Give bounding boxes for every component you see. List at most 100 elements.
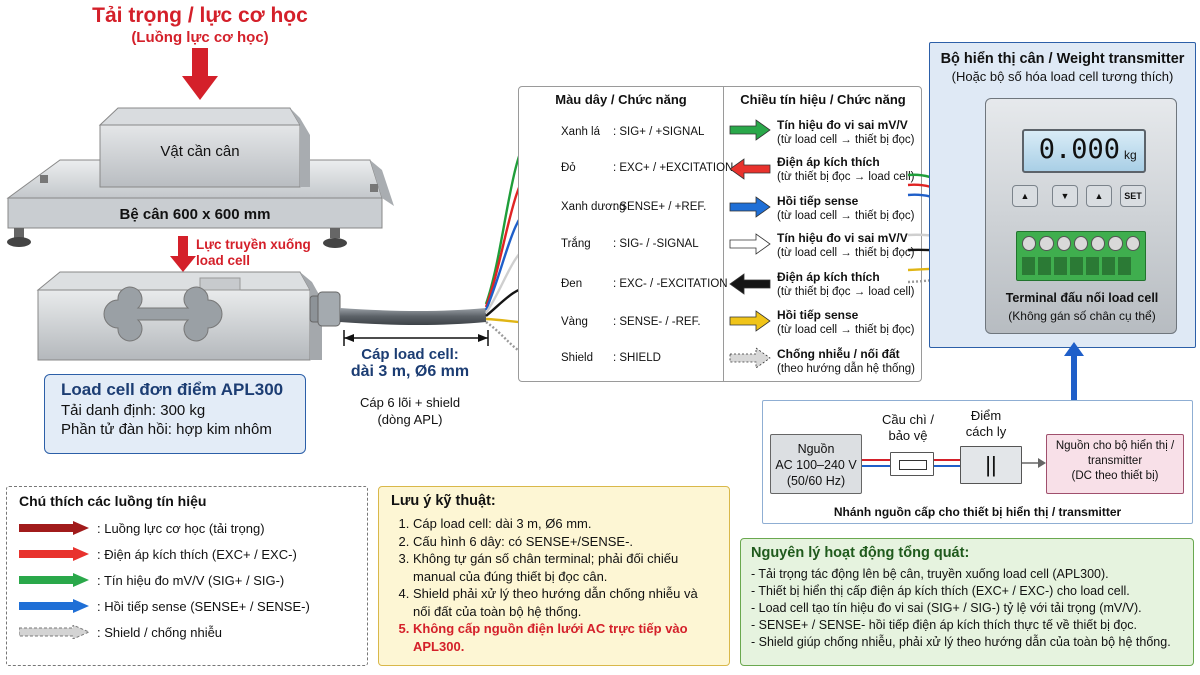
signal-note: (từ load cell → thiết bị đọc)	[777, 247, 915, 259]
wire-row-white: Trắng	[561, 238, 591, 250]
legend-label: : Hồi tiếp sense (SENSE+ / SENSE-)	[97, 598, 310, 614]
power-source: Nguồn AC 100–240 V (50/60 Hz)	[770, 434, 862, 494]
legend-label: : Luồng lực cơ học (tải trọng)	[97, 520, 265, 536]
arrow-icon	[19, 573, 89, 587]
signal-note: (từ thiết bị đọc → load cell)	[777, 286, 915, 298]
fuse-label-line2: bảo vệ	[888, 428, 928, 443]
force-label: Lực truyền xuống load cell	[196, 237, 311, 268]
transmitter-subtitle: (Hoặc bộ số hóa load cell tương thích)	[951, 69, 1174, 84]
arrow-icon	[19, 599, 89, 613]
signal-title: Điện áp kích thích	[777, 270, 880, 284]
legend-title: Chú thích các luồng tín hiệu	[19, 493, 207, 509]
wire-color-header: Màu dây / Chức năng	[555, 92, 687, 107]
note-item: Shield phải xử lý theo hướng dẫn chống n…	[413, 585, 717, 620]
signal-title: Hồi tiếp sense	[777, 308, 859, 322]
terminal-screw	[1108, 236, 1123, 251]
wire-function-yellow: : SENSE- / -REF.	[613, 316, 701, 328]
wire-color-name: Trắng	[561, 238, 591, 250]
signal-title: Tín hiệu đo vi sai mV/V	[777, 118, 908, 132]
signal-row-4: Tín hiệu đo vi sai mV/V (từ load cell → t…	[777, 231, 914, 260]
signal-note: (theo hướng dẫn hệ thống)	[777, 363, 916, 375]
principle-item: - SENSE+ / SENSE- hồi tiếp điện áp kích …	[751, 618, 1137, 632]
wire-function-blue: : SENSE+ / +REF.	[613, 201, 707, 213]
up-arrow-button-2[interactable]: ▲	[1086, 185, 1112, 207]
load-arrow	[182, 48, 218, 100]
fuse-label: Cầu chì / bảo vệ	[878, 412, 938, 444]
wire-color-name: Đen	[561, 278, 583, 290]
wire-function-red: : EXC+ / +EXCITATION	[613, 162, 734, 174]
terminal-slot	[1102, 257, 1115, 275]
notes-list: Cáp load cell: dài 3 m, Ø6 mm. Cấu hình …	[391, 515, 717, 655]
notes-title: Lưu ý kỹ thuật:	[391, 493, 496, 509]
signal-title: Điện áp kích thích	[777, 155, 880, 169]
display-value: 0.000	[1038, 134, 1120, 165]
isolation-label: Điểm cách ly	[954, 408, 1018, 440]
terminal-screw	[1125, 236, 1140, 251]
cable-note: Cáp 6 lõi + shield (dòng APL)	[330, 394, 490, 428]
wire-table-divider	[723, 87, 724, 381]
legend-item-force: : Luồng lực cơ học (tải trọng)	[19, 515, 355, 541]
up-arrow-button[interactable]: ▲	[1012, 185, 1038, 207]
signal-arrows	[729, 119, 771, 368]
isolation-symbol: ||	[985, 452, 997, 477]
principle-item: - Thiết bị hiển thị cấp điện áp kích thí…	[751, 584, 1130, 598]
terminal-screw	[1056, 236, 1071, 251]
wire-row-shield: Shield	[561, 352, 593, 364]
signal-row-2: Điện áp kích thích (từ thiết bị đọc → loa…	[777, 155, 914, 184]
note-warning: Không cấp nguồn điện lưới AC trực tiếp v…	[413, 620, 717, 655]
fuse-label-line1: Cầu chì /	[881, 412, 935, 427]
note-item: Cáp load cell: dài 3 m, Ø6 mm.	[413, 515, 717, 533]
terminal-slot	[1086, 257, 1099, 275]
wire-row-black: Đen	[561, 278, 582, 290]
legend-item-excitation: : Điện áp kích thích (EXC+ / EXC-)	[19, 541, 355, 567]
signal-row-6: Hồi tiếp sense(từ load cell → thiết bị đ…	[777, 308, 914, 337]
terminal-screw	[1022, 236, 1037, 251]
arrow-excitation-left	[729, 158, 771, 180]
terminal-slot	[1022, 257, 1035, 275]
wire-color-name: Xanh lá	[561, 126, 601, 138]
load-cell-body	[36, 271, 341, 361]
wire-function-green: : SIG+ / +SIGNAL	[613, 126, 705, 138]
power-lines	[862, 458, 1046, 468]
terminal-note: (Không gán số chân cụ thể)	[1008, 309, 1156, 323]
principle-item: - Load cell tạo tín hiệu đo vi sai (SIG+…	[751, 601, 1142, 615]
cable-title: Cáp load cell: dài 3 m, Ø6 mm	[320, 346, 500, 381]
arrow-shield-right	[729, 347, 771, 368]
arrow-excitation-black-left	[729, 273, 771, 295]
down-arrow-button[interactable]: ▼	[1052, 185, 1078, 207]
signal-note: (từ thiết bị đọc → load cell)	[777, 171, 915, 183]
set-button[interactable]: SET	[1120, 185, 1146, 207]
isolation-block: ||	[960, 446, 1022, 484]
terminal-slot	[1118, 257, 1131, 275]
scale-illustration	[6, 48, 520, 361]
power-source-voltage: AC 100–240 V	[775, 458, 857, 472]
wire-color-name: Đỏ	[561, 162, 576, 174]
legend-label: : Điện áp kích thích (EXC+ / EXC-)	[97, 546, 297, 562]
wire-function-white: : SIG- / -SIGNAL	[613, 238, 699, 250]
signal-title: Tín hiệu đo vi sai mV/V	[777, 231, 908, 245]
cable-title-line1: Cáp load cell:	[361, 346, 459, 363]
wire-row-blue: Xanh dương	[561, 201, 625, 213]
arrow-sense-right	[729, 196, 771, 218]
load-title: Tải trọng / lực cơ học	[92, 4, 308, 27]
terminal-slot	[1054, 257, 1067, 275]
terminal-block	[1016, 231, 1146, 281]
technical-notes-box: Lưu ý kỹ thuật: Cáp load cell: dài 3 m, …	[378, 486, 730, 666]
arrow-icon	[19, 625, 89, 639]
object-label: Vật cần cân	[160, 143, 240, 160]
fuse-block	[890, 452, 934, 476]
wire-row-green: Xanh lá	[561, 126, 600, 138]
arrow-icon	[19, 521, 89, 535]
signal-row-1: Tín hiệu đo vi sai mV/V(từ load cell → t…	[777, 118, 914, 147]
power-source-label: Nguồn	[797, 442, 835, 456]
wire-function-shield: : SHIELD	[613, 352, 661, 364]
signal-row-7: Chống nhiễu / nối đất(theo hướng dẫn hệ …	[777, 347, 915, 376]
wire-color-name: Xanh dương	[561, 201, 626, 213]
power-up-arrow	[1064, 342, 1084, 402]
load-cell-cable	[340, 308, 486, 325]
terminal-screw	[1039, 236, 1054, 251]
wire-row-yellow: Vàng	[561, 316, 588, 328]
wire-table: Màu dây / Chức năng Chiều tín hiệu / Chứ…	[518, 86, 922, 382]
legend-item-sense: : Hồi tiếp sense (SENSE+ / SENSE-)	[19, 593, 355, 619]
load-cell-info-box: Load cell đơn điểm APL300 Tải danh định:…	[44, 374, 306, 454]
